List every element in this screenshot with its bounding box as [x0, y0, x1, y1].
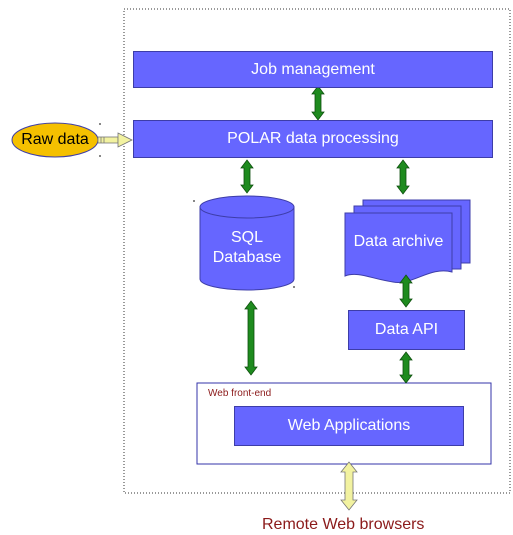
data-archive-stack [344, 199, 471, 284]
arrow-api-frontend [399, 351, 413, 384]
web-frontend-title: Web front-end [208, 388, 272, 399]
remote-browsers-label: Remote Web browsers [262, 516, 425, 533]
arrow-frontend-remote [340, 461, 358, 511]
marker-dot [99, 123, 101, 125]
arrow-database-frontend [244, 300, 258, 376]
sql-database-cylinder [199, 195, 295, 291]
arrow-archive-api [399, 274, 413, 308]
web-applications-label: Web Applications [287, 417, 411, 434]
marker-dot [193, 200, 195, 202]
data-api-label: Data API [374, 321, 439, 338]
data-archive-label: Data archive [353, 233, 444, 250]
arrow-processing-archive [396, 159, 410, 195]
polar-processing-label: POLAR data processing [227, 130, 399, 147]
job-management-label: Job management [251, 60, 375, 78]
sql-database-label-line2: Database [212, 249, 282, 266]
job-management-box: Job management [133, 51, 493, 88]
web-applications-box: Web Applications [234, 406, 464, 446]
polar-processing-box: POLAR data processing [133, 120, 493, 158]
sql-database-label: SQL Database [200, 226, 294, 270]
raw-data-label: Raw data [21, 131, 89, 148]
system-boundary [123, 8, 511, 494]
marker-dot [293, 286, 295, 288]
sql-database-label-line1: SQL [230, 229, 263, 246]
marker-dot [99, 155, 101, 157]
arrow-job-processing [311, 85, 325, 121]
data-api-box: Data API [348, 310, 465, 350]
raw-data-arrow [97, 132, 133, 148]
arrow-processing-database [240, 159, 254, 194]
